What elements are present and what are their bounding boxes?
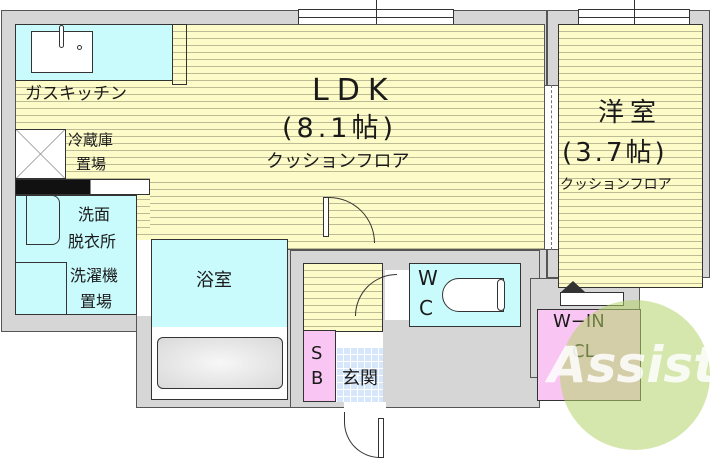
- entrance-door-swing: [344, 412, 380, 458]
- faucet-icon: [59, 25, 64, 48]
- watermark-text: Assist: [548, 336, 717, 394]
- washroom-label-1: 洗面: [78, 205, 111, 224]
- kitchen-label: ガスキッチン: [25, 84, 127, 104]
- bathtub-icon: [157, 337, 283, 389]
- wc-label-2: C: [419, 296, 433, 320]
- western-size: (3.7帖): [562, 138, 668, 168]
- western-floor-type: クッションフロア: [560, 177, 672, 193]
- entrance-floor: [336, 347, 383, 402]
- bath-label: 浴室: [196, 270, 232, 291]
- washroom-label-2: 脱衣所: [68, 232, 117, 251]
- fridge-label-2: 置場: [76, 155, 107, 173]
- sliding-door-track: [551, 85, 552, 250]
- entrance-step: [336, 331, 383, 347]
- shoebox-label-2: B: [311, 368, 324, 389]
- toilet-icon: [442, 278, 504, 312]
- shoebox-label-1: S: [311, 343, 323, 364]
- western-floor: [558, 24, 703, 288]
- ldk-door[interactable]: [323, 197, 329, 237]
- wc-label-1: W: [418, 266, 438, 290]
- kitchen-panel: [172, 24, 187, 85]
- washer-label-2: 置場: [80, 292, 113, 311]
- ldk-floor-type: クッションフロア: [266, 151, 410, 172]
- ldk-name: LDK: [312, 73, 396, 108]
- toilet-tank-icon: [497, 279, 505, 311]
- window-ldk-mark: [376, 0, 377, 34]
- fridge-space: [15, 129, 66, 179]
- ldk-size: (8.1帖): [282, 113, 398, 144]
- closet-door-arrow-icon: [561, 281, 585, 292]
- entrance-doorway[interactable]: [344, 402, 386, 410]
- drain-icon: [77, 45, 82, 50]
- closet-opening[interactable]: [560, 292, 624, 306]
- western-name: 洋室: [598, 98, 663, 128]
- fridge-label-1: 冷蔵庫: [68, 131, 114, 149]
- wash-divider: [15, 179, 150, 195]
- washer-box: [15, 262, 67, 315]
- bath-doorway[interactable]: [137, 240, 153, 316]
- watermark-circle: [560, 300, 710, 450]
- window-western-mark: [634, 0, 635, 34]
- wash-basin-icon: [26, 195, 60, 245]
- entrance-label: 玄関: [342, 368, 378, 389]
- washer-label-1: 洗濯機: [70, 266, 119, 285]
- washroom-floor: [15, 195, 137, 315]
- shoebox: [303, 330, 336, 402]
